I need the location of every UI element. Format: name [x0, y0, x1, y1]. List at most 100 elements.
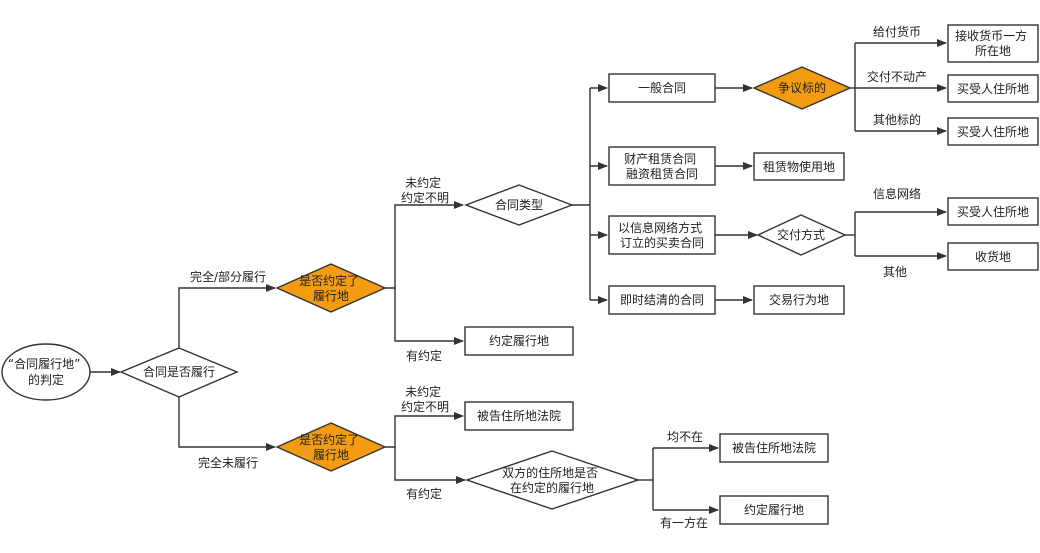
node-contract-type-label: 合同类型	[495, 197, 543, 212]
node-lease-label: 财产租赁合同 融资租赁合同	[624, 151, 700, 181]
node-start-shape	[1, 343, 91, 401]
node-defendant-2: 被告住所地法院	[719, 433, 829, 463]
label-neither: 均不在	[667, 430, 703, 444]
node-lease-line-1: 财产租赁合同	[624, 151, 696, 166]
label-unclear-top: 未约定 约定不明	[401, 175, 449, 205]
edge-agreed-top-contract-type	[385, 201, 464, 289]
label-agreed-top: 有约定	[406, 348, 442, 363]
node-lease-line-2: 融资租赁合同	[626, 166, 698, 181]
node-receive-place-shape	[947, 242, 1039, 271]
node-start-label: “合同履行地” 的判定	[8, 356, 84, 387]
node-currency-recv-line-2: 所在地	[975, 44, 1011, 58]
node-defendant-1: 被告住所地法院	[464, 401, 574, 431]
node-online-line-2: 订立的买卖合同	[620, 235, 704, 250]
node-buyer-3-label: 买受人住所地	[957, 205, 1029, 219]
node-place-bottom: 约定履行地	[719, 495, 829, 525]
node-domicile-shape	[464, 450, 641, 510]
node-place-bottom-label: 约定履行地	[744, 502, 804, 517]
label-give-currency: 给付货币	[873, 24, 921, 39]
label-agreed-bottom: 有约定	[406, 486, 442, 501]
node-contract-type-shape	[464, 184, 574, 226]
node-defendant-2-shape	[719, 433, 829, 463]
label-other: 其他	[883, 265, 907, 279]
label-deliver-realty: 交付不动产	[867, 69, 927, 84]
node-domicile-label: 双方的住所地是否 在约定的履行地	[502, 465, 602, 495]
node-online-shape	[608, 215, 716, 255]
label-unclear-bottom: 未约定 约定不明	[401, 384, 449, 414]
label-unclear-bottom-line-1: 未约定	[405, 384, 441, 399]
node-start-line-2: 的判定	[28, 372, 64, 387]
node-lease: 财产租赁合同 融资租赁合同	[608, 146, 716, 186]
label-one-party: 有一方在	[660, 515, 708, 530]
edge-agreed-bottom-defendant	[385, 412, 464, 448]
node-defendant-1-shape	[464, 401, 574, 431]
node-start: “合同履行地” 的判定	[1, 343, 91, 401]
label-unclear-top-line-1: 未约定	[405, 175, 441, 190]
node-lease-place-label: 租赁物使用地	[763, 159, 835, 174]
label-full-partial: 完全/部分履行	[190, 269, 266, 284]
node-buyer-3-shape	[947, 197, 1039, 226]
node-general: 一般合同	[608, 73, 716, 103]
node-general-label: 一般合同	[638, 80, 686, 95]
node-domicile-line-1: 双方的住所地是否	[502, 465, 598, 480]
node-delivery-label: 交付方式	[777, 227, 825, 242]
edge-labels: 完全/部分履行 完全未履行 未约定 约定不明 有约定 未约定 约定不明 有约定 …	[190, 24, 927, 530]
node-dispute-shape	[752, 66, 852, 110]
node-dispute-label: 争议标的	[778, 80, 826, 95]
node-trade-place-label: 交易行为地	[769, 292, 829, 307]
node-trade-place-shape	[753, 285, 845, 315]
node-place-top-label: 约定履行地	[489, 333, 549, 348]
node-lease-shape	[608, 146, 716, 186]
node-buyer-1: 买受人住所地	[947, 74, 1039, 103]
node-performed-shape	[119, 347, 239, 398]
node-currency-recv: 接收货币一方 所在地	[947, 24, 1039, 63]
node-buyer-2-label: 买受人住所地	[957, 125, 1029, 139]
node-domicile: 双方的住所地是否 在约定的履行地	[464, 450, 641, 510]
node-agreed-bottom-line-1: 是否约定了	[299, 432, 359, 447]
node-buyer-1-shape	[947, 74, 1039, 103]
node-start-line-1: “合同履行地”	[8, 356, 80, 371]
node-buyer-1-label: 买受人住所地	[957, 82, 1029, 96]
label-not-performed: 完全未履行	[198, 455, 258, 470]
node-agreed-top-shape	[275, 263, 387, 313]
node-general-shape	[608, 73, 716, 103]
node-agreed-top-line-1: 是否约定了	[299, 273, 359, 288]
node-receive-place: 收货地	[947, 242, 1039, 271]
node-agreed-top-label: 是否约定了 履行地	[299, 273, 363, 303]
edge-performed-agreed-bottom	[178, 397, 276, 451]
node-agreed-bottom-line-2: 履行地	[313, 448, 349, 462]
node-defendant-1-label: 被告住所地法院	[477, 409, 561, 423]
node-currency-recv-label: 接收货币一方 所在地	[955, 28, 1031, 58]
node-buyer-3: 买受人住所地	[947, 197, 1039, 226]
node-delivery: 交付方式	[756, 214, 847, 256]
node-delivery-shape	[756, 214, 847, 256]
node-agreed-bottom-shape	[275, 422, 387, 472]
node-place-top-shape	[464, 326, 574, 356]
label-other-subject: 其他标的	[873, 112, 921, 127]
node-buyer-2: 买受人住所地	[947, 117, 1039, 146]
node-agreed-bottom-label: 是否约定了 履行地	[299, 432, 363, 462]
node-agreed-bottom: 是否约定了 履行地	[275, 422, 387, 472]
node-instant-shape	[608, 285, 716, 315]
node-buyer-2-shape	[947, 117, 1039, 146]
edge-performed-agreed-top	[178, 284, 276, 348]
node-agreed-top-line-2: 履行地	[313, 289, 349, 303]
node-defendant-2-label: 被告住所地法院	[732, 441, 816, 455]
node-instant: 即时结清的合同	[608, 285, 716, 315]
node-lease-place-shape	[753, 152, 845, 181]
node-place-top: 约定履行地	[464, 326, 574, 356]
node-agreed-top: 是否约定了 履行地	[275, 263, 387, 313]
node-lease-place: 租赁物使用地	[753, 152, 845, 181]
node-contract-type: 合同类型	[464, 184, 574, 226]
node-currency-recv-line-1: 接收货币一方	[955, 28, 1027, 43]
node-place-bottom-shape	[719, 495, 829, 525]
label-info-network: 信息网络	[873, 186, 921, 201]
node-currency-recv-shape	[947, 24, 1039, 63]
edge-agreed-top-place	[394, 288, 464, 345]
node-receive-place-label: 收货地	[975, 249, 1011, 264]
label-unclear-top-line-2: 约定不明	[401, 190, 449, 205]
label-unclear-bottom-line-2: 约定不明	[401, 399, 449, 414]
node-online-line-1: 以信息网络方式	[618, 220, 702, 235]
node-trade-place: 交易行为地	[753, 285, 845, 315]
